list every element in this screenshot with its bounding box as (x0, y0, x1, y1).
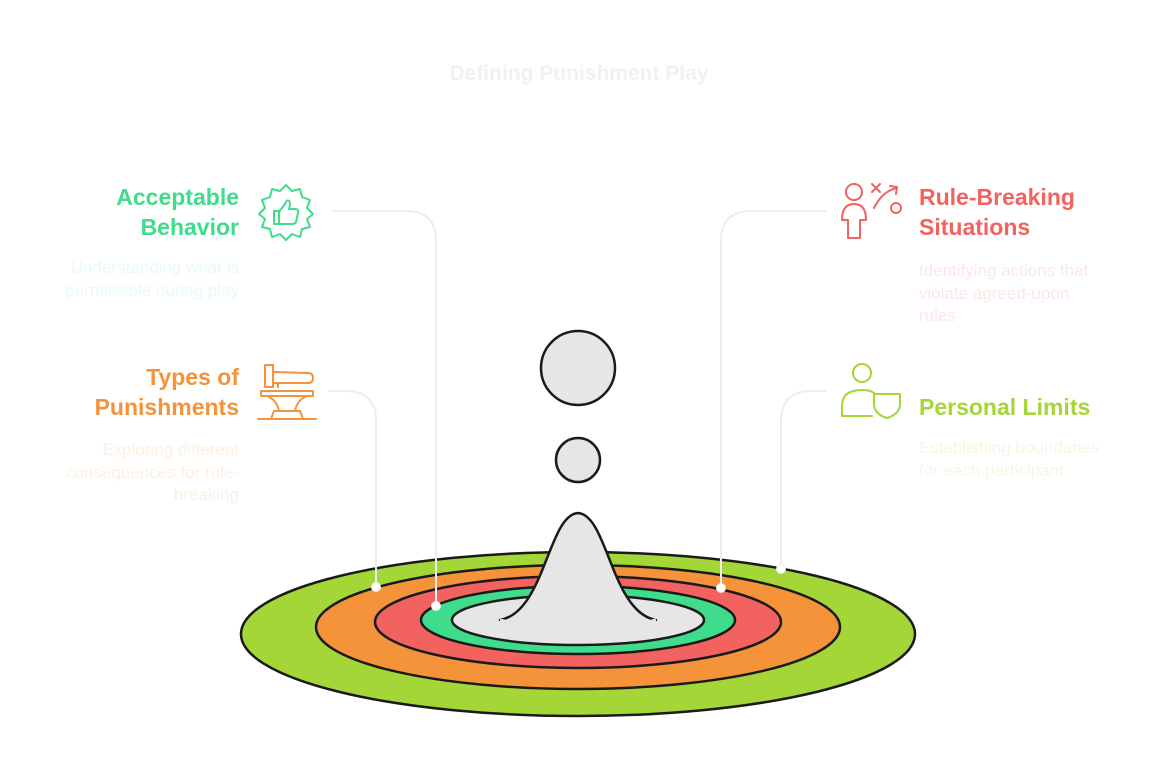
label-acceptable-line2: Behavior (140, 214, 239, 240)
desc-rule-breaking-situations: Identifying actions that violate agreed-… (919, 260, 1144, 328)
label-types-of-punishments: Types of Punishments (40, 362, 239, 422)
connector-acceptable (332, 210, 437, 606)
connector-rule (720, 210, 826, 588)
desc-limits-line2: for each participant (919, 460, 1064, 480)
connector-dot-rule (716, 583, 726, 593)
desc-rule-line1: Identifying actions that (919, 261, 1089, 280)
label-types-line2: Punishments (94, 394, 239, 420)
label-rule-breaking-situations: Rule-Breaking Situations (919, 182, 1149, 242)
diagram-title: Defining Punishment Play (449, 62, 709, 85)
thumbs-up-badge-icon (258, 184, 314, 241)
desc-acceptable-behavior: Understanding what is permissible during… (20, 257, 239, 302)
desc-types-of-punishments: Exploring different consequences for rul… (20, 439, 239, 507)
connector-types (328, 390, 377, 587)
desc-personal-limits: Establishing boundaries for each partici… (919, 437, 1149, 482)
strategy-play-icon (841, 183, 902, 239)
desc-rule-line3: rules (919, 306, 956, 325)
label-rule-line1: Rule-Breaking (919, 184, 1075, 210)
connector-limits (780, 390, 826, 569)
connector-dot-limits (776, 564, 786, 574)
connector-dot-acceptable (431, 601, 441, 611)
label-acceptable-line1: Acceptable (116, 184, 239, 210)
desc-rule-line2: violate agreed-upon (919, 283, 1070, 303)
desc-types-line1: Exploring different (102, 440, 239, 459)
connector-dot-types (371, 582, 381, 592)
label-types-line1: Types of (146, 364, 239, 390)
label-rule-line2: Situations (919, 214, 1031, 240)
desc-limits-line1: Establishing boundaries (919, 438, 1100, 457)
label-acceptable-behavior: Acceptable Behavior (40, 182, 239, 242)
desc-acceptable-line2: permissible during play (65, 280, 239, 300)
droplet-large (539, 329, 617, 407)
user-shield-icon (841, 363, 901, 419)
label-limits-line1: Personal Limits (919, 394, 1091, 420)
desc-types-line2: consequences for rule- (66, 462, 239, 482)
desc-types-line3: breaking (173, 485, 239, 504)
label-personal-limits: Personal Limits (919, 392, 1149, 422)
desc-acceptable-line1: Understanding what is (70, 258, 239, 277)
gavel-icon (257, 364, 317, 420)
droplet-small (554, 436, 602, 484)
